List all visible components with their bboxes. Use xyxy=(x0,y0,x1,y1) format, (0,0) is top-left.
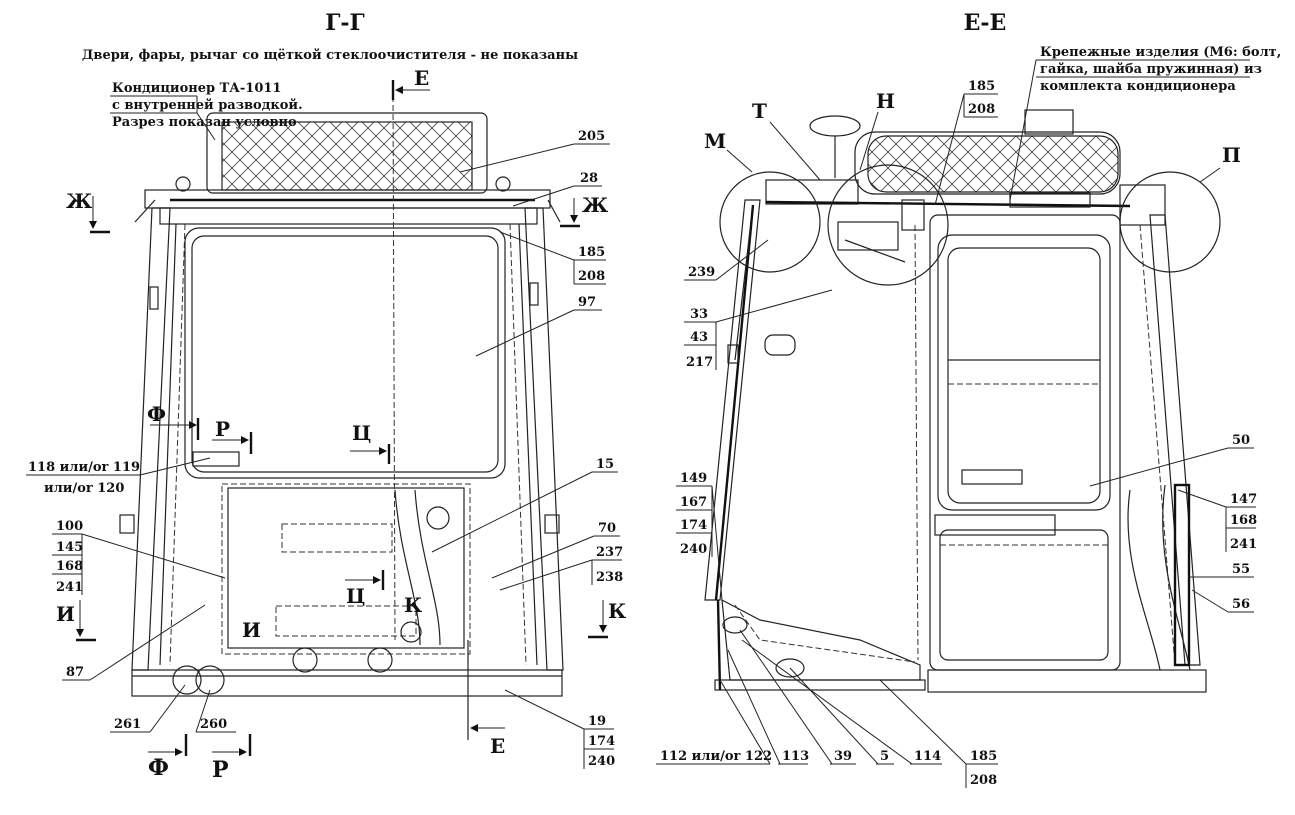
mark-Zh-left: Ж xyxy=(66,189,93,213)
callout-87: 87 xyxy=(66,665,84,680)
fasteners-note-line1: Крепежные изделия (М6: болт, xyxy=(1040,45,1281,60)
mark-Ts-low: Ц xyxy=(346,584,365,608)
callout-205: 205 xyxy=(578,129,605,144)
callout-260: 260 xyxy=(200,717,227,732)
mark-I-left: И xyxy=(56,602,75,626)
callout-97: 97 xyxy=(578,295,596,310)
fasteners-note-line2: гайка, шайба пружинная) из xyxy=(1040,62,1262,77)
section-marks-left: Е Ж Ж Ф Р Ц Ц И И К К Е Ф xyxy=(56,66,626,783)
callout-239: 239 xyxy=(688,265,715,280)
callout-113: 113 xyxy=(782,749,809,764)
callout-208: 208 xyxy=(578,269,605,284)
callout-118: 118 или/or 119 xyxy=(28,460,140,475)
callout-55: 55 xyxy=(1232,562,1250,577)
callout-33: 33 xyxy=(690,307,708,322)
callout-100: 100 xyxy=(56,519,83,534)
mark-K-right: К xyxy=(608,599,626,623)
fasteners-note: Крепежные изделия (М6: болт, гайка, шайб… xyxy=(1009,45,1281,201)
callout-240: 240 xyxy=(588,754,615,769)
callout-5: 5 xyxy=(880,749,889,764)
fasteners-note-line3: комплекта кондиционера xyxy=(1040,79,1236,94)
callout-56: 56 xyxy=(1232,597,1250,612)
callout-238: 238 xyxy=(596,570,623,585)
callout-28: 28 xyxy=(580,171,598,186)
ac-note-line2: с внутренней разводкой. xyxy=(112,98,303,113)
callout-19: 19 xyxy=(588,714,606,729)
callout-241-r: 241 xyxy=(1230,537,1257,552)
mark-N: Н xyxy=(876,89,895,113)
mark-Zh-right: Ж xyxy=(582,193,609,217)
mark-R-bottom: Р xyxy=(212,757,229,783)
callout-50: 50 xyxy=(1232,433,1250,448)
mark-M: М xyxy=(704,129,726,153)
callout-168-r: 168 xyxy=(1230,513,1257,528)
callouts-right: 185 208 239 33 43 217 50 149 167 174 240… xyxy=(656,79,1257,788)
callout-r-208: 208 xyxy=(968,102,995,117)
callout-237: 237 xyxy=(596,545,623,560)
callout-39: 39 xyxy=(834,749,852,764)
callout-70: 70 xyxy=(598,521,616,536)
callout-145: 145 xyxy=(56,540,83,555)
callout-147: 147 xyxy=(1230,492,1257,507)
callout-120: или/or 120 xyxy=(44,481,124,496)
mark-K-mid: К xyxy=(404,593,422,617)
mark-E-bottom: Е xyxy=(490,734,505,758)
callout-15: 15 xyxy=(596,457,614,472)
callout-r-185b: 185 xyxy=(970,749,997,764)
mark-T: Т xyxy=(752,99,767,123)
right-view-title: Е-Е xyxy=(964,10,1007,36)
callout-43: 43 xyxy=(690,330,708,345)
callout-240-r: 240 xyxy=(680,542,707,557)
mark-R-mid: Р xyxy=(215,417,230,441)
callout-241: 241 xyxy=(56,580,83,595)
callout-r-208b: 208 xyxy=(970,773,997,788)
mark-I-mid: И xyxy=(242,618,261,642)
callout-217: 217 xyxy=(686,355,713,370)
mark-Ts-mid: Ц xyxy=(352,421,371,445)
callout-149: 149 xyxy=(680,471,707,486)
mark-F-bottom: Ф xyxy=(148,755,169,781)
callout-r-185: 185 xyxy=(968,79,995,94)
callouts-left: 205 28 185 208 97 118 или/or 119 или/or … xyxy=(26,129,623,769)
mark-P: П xyxy=(1222,143,1241,167)
mark-F-mid: Ф xyxy=(147,402,166,426)
right-view-cab xyxy=(704,109,1221,693)
left-view-note: Двери, фары, рычаг со щёткой стеклоочист… xyxy=(82,48,578,63)
callout-114: 114 xyxy=(914,749,941,764)
callout-167: 167 xyxy=(680,495,707,510)
section-marks-right: М Т Н П xyxy=(704,89,1241,183)
callout-174: 174 xyxy=(588,734,615,749)
ac-note: Кондиционер ТА-1011 с внутренней разводк… xyxy=(110,81,303,141)
callout-261: 261 xyxy=(114,717,141,732)
ac-note-line3: Разрез показан условно xyxy=(112,115,297,130)
callout-185: 185 xyxy=(578,245,605,260)
left-view-cab xyxy=(119,95,564,740)
ac-note-line1: Кондиционер ТА-1011 xyxy=(112,81,281,96)
callout-112: 112 или/or 122 xyxy=(660,749,772,764)
left-view-title: Г-Г xyxy=(325,10,365,36)
mark-E-top: Е xyxy=(414,66,429,90)
callout-174-r: 174 xyxy=(680,518,707,533)
callout-168: 168 xyxy=(56,559,83,574)
